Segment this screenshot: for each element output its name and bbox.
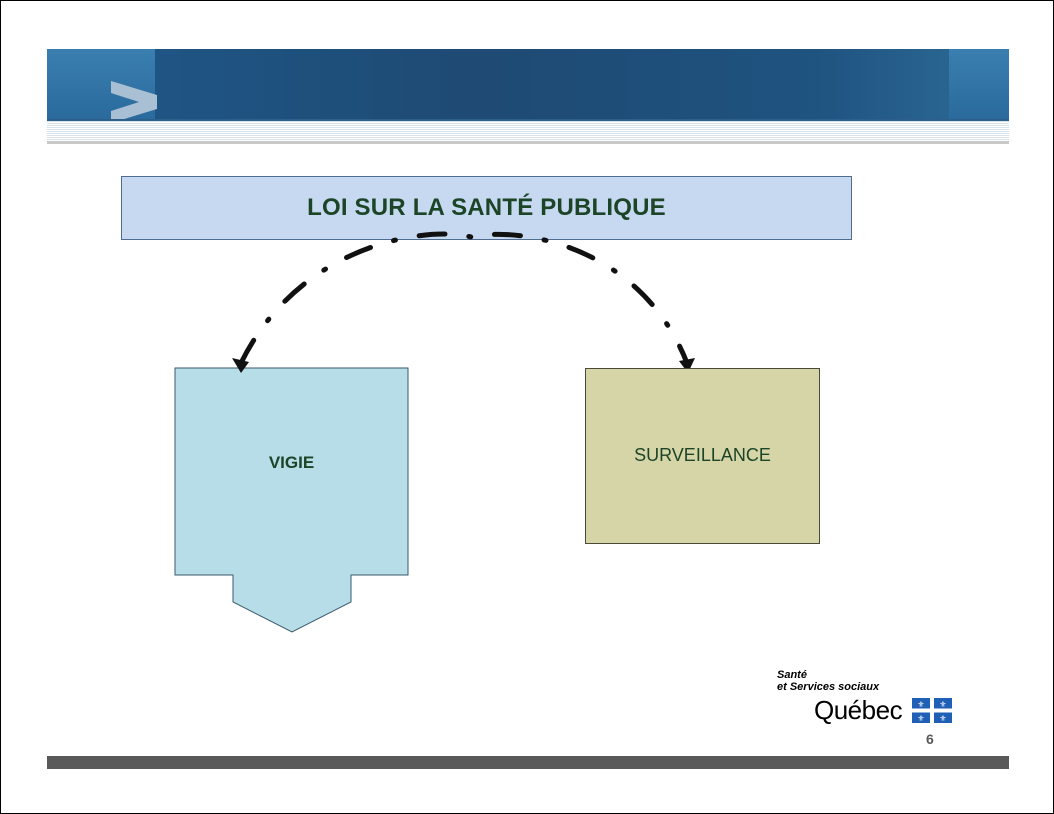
- header-band: [47, 49, 1009, 119]
- svg-text:⚜: ⚜: [917, 700, 924, 709]
- logo-wordmark: Québec: [814, 695, 903, 725]
- quebec-flag-icon: ⚜ ⚜ ⚜ ⚜: [912, 698, 952, 723]
- law-title-box: LOI SUR LA SANTÉ PUBLIQUE: [121, 176, 852, 240]
- svg-text:⚜: ⚜: [939, 700, 946, 709]
- surveillance-box: SURVEILLANCE: [585, 368, 820, 544]
- law-title-text: LOI SUR LA SANTÉ PUBLIQUE: [307, 194, 666, 221]
- footer-bar: [47, 756, 1009, 769]
- logo-line2: et Services sociaux: [777, 681, 880, 693]
- vigie-box: [174, 367, 409, 633]
- header-underline: [47, 141, 1009, 144]
- page-number: 6: [926, 731, 934, 747]
- msss-logo: Santé et Services sociaux Québec ⚜ ⚜ ⚜ ⚜: [777, 669, 957, 725]
- arrowhead-left: [232, 358, 249, 373]
- svg-text:⚜: ⚜: [939, 714, 946, 723]
- chevron-icon: [111, 81, 157, 123]
- surveillance-label: SURVEILLANCE: [634, 445, 771, 465]
- vigie-label: VIGIE: [268, 453, 315, 472]
- header-right-tab: [949, 49, 1009, 119]
- svg-text:⚜: ⚜: [917, 714, 924, 723]
- connector-arc: [238, 231, 690, 366]
- arrowhead-right: [679, 358, 695, 373]
- logo-line1: Santé: [777, 669, 807, 681]
- header-stripes: [47, 119, 1009, 143]
